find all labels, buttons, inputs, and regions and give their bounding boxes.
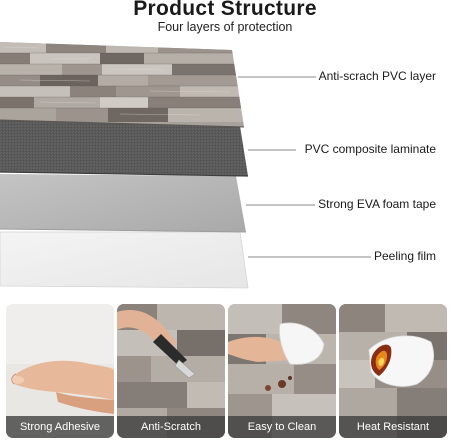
feature-label-scratch: Anti-Scratch	[117, 416, 225, 438]
feature-label-adhesive: Strong Adhesive	[6, 416, 114, 438]
foam-tape-layer	[0, 174, 246, 232]
page-subtitle: Four layers of protection	[157, 20, 293, 34]
feature-card-heat: Heat Resistant	[339, 304, 447, 438]
adhesive-hand-illustration	[6, 304, 114, 438]
layer-stack-illustration	[0, 42, 374, 289]
layer-diagram: Anti-scrach PVC layer PVC composite lami…	[0, 42, 436, 289]
page-title: Product Structure	[133, 0, 317, 20]
feature-card-adhesive: Strong Adhesive	[6, 304, 114, 438]
laminate-layer	[0, 120, 248, 176]
feature-card-scratch: Anti-Scratch	[117, 304, 225, 438]
feature-row: Strong Adhesive Anti-Scratch	[0, 304, 450, 438]
heat-flame-illustration	[339, 304, 447, 438]
layer-label-2: PVC composite laminate	[301, 142, 436, 156]
peeling-film-layer	[0, 231, 249, 289]
wood-pvc-layer	[0, 42, 244, 127]
feature-label-clean: Easy to Clean	[228, 416, 336, 438]
feature-label-heat: Heat Resistant	[339, 416, 447, 438]
layer-label-3: Strong EVA foam tape	[315, 197, 436, 211]
layer-label-4: Peeling film	[370, 249, 436, 263]
layer-label-1: Anti-scrach PVC layer	[315, 69, 436, 83]
feature-card-clean: Easy to Clean	[228, 304, 336, 438]
